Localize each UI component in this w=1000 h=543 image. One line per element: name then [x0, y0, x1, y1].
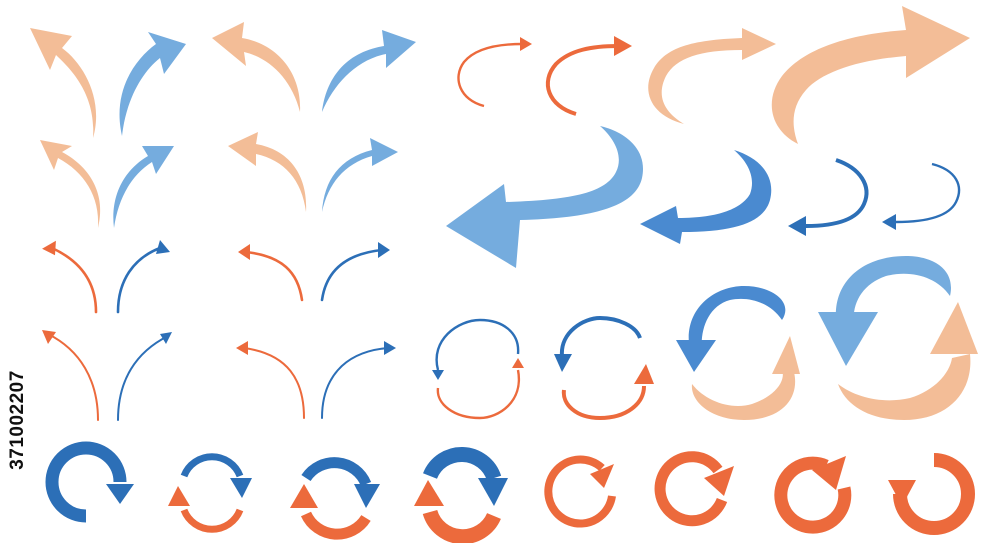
cycle-arrow-large-icon [676, 286, 800, 420]
ribbon-arrow-up-left-icon [30, 28, 97, 138]
left-pair-arrows [30, 22, 416, 421]
cycle-arrow-xlarge-icon [818, 256, 978, 420]
u-turn-arrow-medium-icon [545, 36, 632, 116]
u-turn-arrow-large-icon [648, 28, 776, 124]
curved-arrow-left-icon [228, 132, 307, 212]
curved-arrow-right-icon [322, 138, 398, 212]
stock-id-text: 371002207 [7, 370, 28, 470]
refresh-icon-orange-thick [774, 456, 852, 534]
u-turn-arrow-left-small-icon [882, 162, 961, 230]
u-turn-arrow-left-xlarge-icon [446, 126, 643, 268]
ribbon-arrow-right-icon [322, 30, 416, 112]
thin-arrow-right-icon [320, 248, 384, 302]
ribbon-arrow-left-icon [212, 22, 301, 112]
refresh-icon-orange-heavy [888, 453, 975, 535]
u-turn-arrow-left-large-icon [640, 150, 772, 244]
thin-arrow-up-left-icon [50, 246, 98, 314]
cycle-arrow-medium-icon [554, 315, 654, 421]
hair-arrow-right-icon [321, 347, 389, 419]
cycle-arrows [432, 256, 978, 421]
thin-arrow-up-right-icon [116, 246, 162, 314]
refresh-icon-two-arrows-heavy [414, 446, 508, 543]
thin-arrow-left-icon [244, 250, 304, 302]
cycle-arrow-thin-icon [432, 318, 524, 420]
u-turn-arrows-top [457, 6, 970, 144]
hair-arrow-up-right-icon [117, 335, 169, 421]
u-turn-arrows-left [446, 126, 961, 268]
u-turn-arrow-small-icon [457, 37, 532, 108]
hair-arrow-up-left-icon [47, 333, 99, 421]
curved-arrow-up-right-icon [113, 146, 174, 228]
refresh-icons [45, 441, 975, 543]
hair-arrow-left-icon [243, 347, 305, 419]
stock-id-label: 371002207 [4, 300, 32, 540]
refresh-icon-two-arrows [168, 453, 252, 533]
refresh-icon-orange-thin [544, 455, 616, 528]
curved-arrow-up-left-icon [40, 140, 101, 228]
refresh-icon-orange-medium [654, 451, 734, 527]
refresh-icon-blue-thick [45, 441, 134, 523]
ribbon-arrow-up-right-icon [119, 32, 186, 136]
u-turn-arrow-left-medium-icon [788, 158, 869, 236]
refresh-icon-two-arrows-thick [290, 457, 380, 540]
u-turn-arrow-xlarge-icon [771, 6, 970, 144]
